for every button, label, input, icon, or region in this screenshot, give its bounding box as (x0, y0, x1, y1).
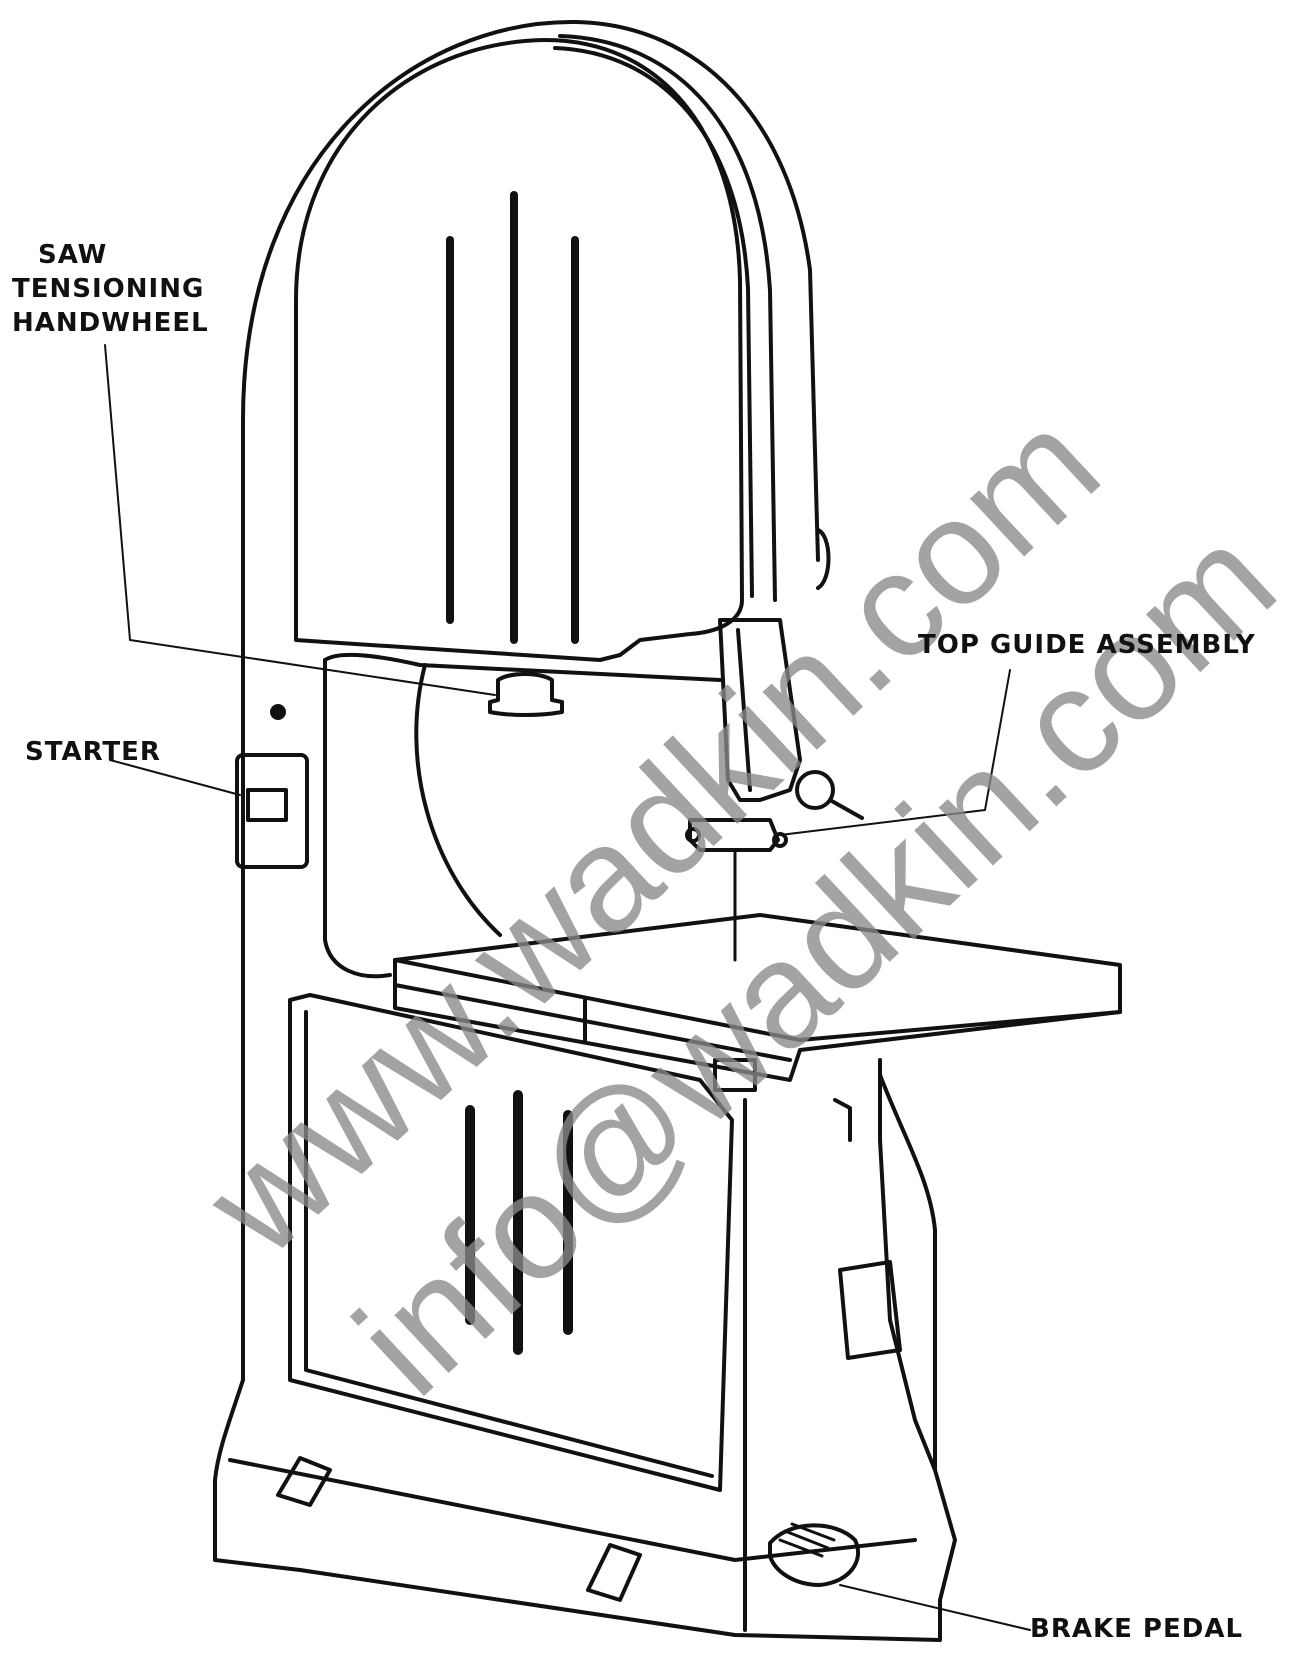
lower-door (288, 993, 734, 1492)
foot-center (586, 1543, 642, 1602)
label-starter: STARTER (25, 737, 161, 767)
leader-saw-tensioning (104, 344, 496, 696)
upper-wheel-cover (294, 38, 744, 662)
table-edge (798, 1010, 1122, 1042)
guide-arm (828, 798, 864, 820)
cover-rim-inner (553, 46, 754, 598)
leader-starter (109, 759, 241, 796)
guide-bolt (685, 827, 701, 843)
frame-hole (270, 704, 286, 720)
side-plate (838, 1260, 902, 1360)
door-latch (713, 1058, 757, 1092)
foot-left (276, 1456, 332, 1507)
guide-post (718, 618, 802, 802)
base-front (228, 1458, 917, 1562)
lower-wheel-arc (414, 663, 502, 937)
cover-rim (558, 34, 777, 602)
label-saw-tensioning-line1: SAW (38, 240, 108, 270)
tensioning-handwheel (488, 672, 564, 717)
label-saw-tensioning-line2: TENSIONING (12, 274, 205, 304)
table-edge (393, 958, 802, 1042)
guide-knob (795, 770, 835, 810)
brake-pedal-tread (778, 1522, 836, 1558)
table-front-edge (393, 983, 792, 1062)
frame-outline (241, 19, 820, 1012)
saw-table (393, 913, 1122, 1082)
side-lever (833, 1098, 852, 1142)
leader-brake-pedal (839, 1584, 1031, 1631)
throat-opening (323, 658, 392, 979)
brake-pedal (768, 1523, 861, 1587)
base-cabinet (213, 1008, 957, 1642)
label-top-guide-assembly: TOP GUIDE ASSEMBLY (918, 630, 1256, 660)
guide-post-edge (736, 628, 752, 792)
starter-button (246, 788, 288, 822)
base-right (878, 1073, 937, 1472)
leader-top-guide (779, 669, 1011, 836)
label-brake-pedal: BRAKE PEDAL (1030, 1614, 1244, 1644)
label-saw-tensioning-line3: HANDWHEEL (12, 308, 209, 338)
starter-box (235, 753, 309, 869)
lower-door-inner (304, 1010, 714, 1478)
side-knob (816, 528, 831, 590)
throat-top (323, 652, 722, 682)
